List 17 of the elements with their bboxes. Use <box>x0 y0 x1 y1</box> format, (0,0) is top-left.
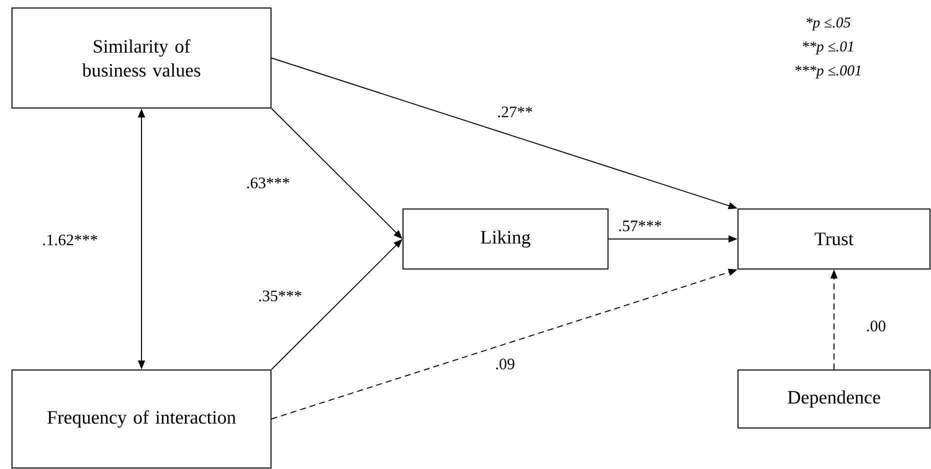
edge-label: .27** <box>496 106 534 118</box>
significance-note: **p ≤.01 <box>802 41 853 55</box>
edge-label: .35*** <box>257 290 303 302</box>
arrow <box>271 239 402 370</box>
edge-label: .1.62*** <box>41 234 99 246</box>
box: Similarity of business values <box>12 8 272 108</box>
edge-label: .00 <box>865 320 887 332</box>
box: Dependence <box>738 369 930 428</box>
significance-note: *p ≤.05 <box>806 17 850 31</box>
box: Frequency of interaction <box>12 369 272 468</box>
box: Trust <box>738 208 930 270</box>
box: Liking <box>402 208 608 270</box>
edge-label: .57*** <box>617 220 663 232</box>
arrow <box>271 108 402 239</box>
significance-note: ***p ≤.001 <box>795 65 860 79</box>
edge-label: .09 <box>494 358 516 370</box>
edge-label: .63*** <box>245 176 291 190</box>
